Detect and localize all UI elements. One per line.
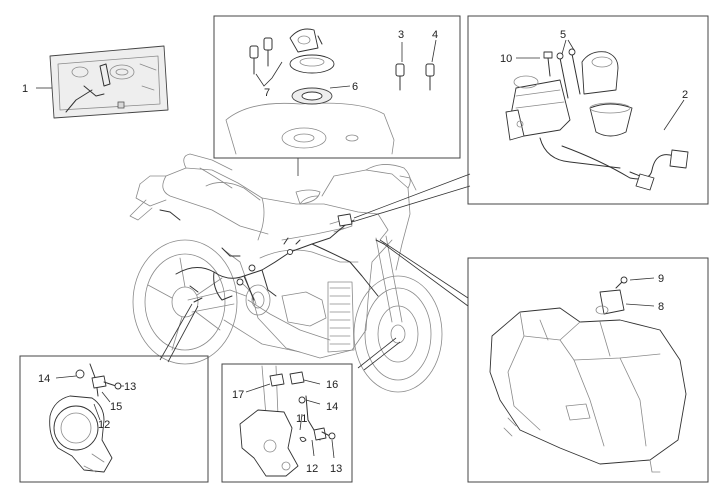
callout-12a: 12 (98, 419, 110, 431)
callout-8: 8 (658, 301, 664, 313)
detail-rear-speed-sensor: 14 13 15 12 (19, 355, 209, 483)
callout-13b: 13 (330, 463, 342, 475)
motorcycle-main-view (129, 153, 443, 393)
callout-3: 3 (398, 29, 404, 41)
callout-6: 6 (352, 81, 358, 93)
callout-4: 4 (432, 29, 438, 41)
detail-frame-fuel-cap (213, 15, 461, 159)
callout-1: 1 (22, 83, 28, 95)
battery-tray-body (489, 307, 687, 465)
callout-16: 16 (326, 379, 338, 391)
detail-fuel-cap-keys: 7 6 3 4 (213, 15, 461, 159)
detail-decal-sheet: 1 (22, 45, 169, 119)
callout-12b: 12 (306, 463, 318, 475)
callout-14b: 14 (326, 401, 338, 413)
callout-15: 15 (110, 401, 122, 413)
main-wiring-harness (159, 209, 385, 303)
callout-13a: 13 (124, 381, 136, 393)
callout-14a: 14 (38, 373, 50, 385)
callout-10: 10 (500, 53, 512, 65)
callout-17: 17 (232, 389, 244, 401)
callout-9: 9 (658, 273, 664, 285)
fork-caliper-mount (239, 409, 299, 477)
sensor-cable (561, 145, 683, 180)
fuel-cap (289, 54, 335, 74)
motorcycle-bodywork (129, 153, 417, 359)
detail-frame-ignition (467, 15, 709, 205)
detail-front-speed-sensor: 17 16 14 11 12 13 (221, 363, 353, 483)
callout-2: 2 (682, 89, 688, 101)
detail-ignition-switch: 10 5 2 (467, 15, 709, 205)
detail-leader-lines (159, 158, 471, 371)
rear-wheel (132, 239, 238, 365)
detail-frame-battery-tray (467, 257, 709, 483)
callout-11: 11 (296, 413, 307, 425)
detail-battery-tray: 9 8 (467, 257, 709, 483)
front-wheel (353, 275, 443, 393)
callout-7: 7 (264, 87, 270, 99)
callout-5: 5 (560, 29, 566, 41)
key-3 (395, 63, 405, 91)
key-pair-7 (249, 37, 273, 75)
detail-frame-front-sensor (221, 363, 353, 483)
key-4 (425, 63, 435, 91)
detail-frame-rear-sensor (19, 355, 209, 483)
relay-component (599, 289, 625, 315)
